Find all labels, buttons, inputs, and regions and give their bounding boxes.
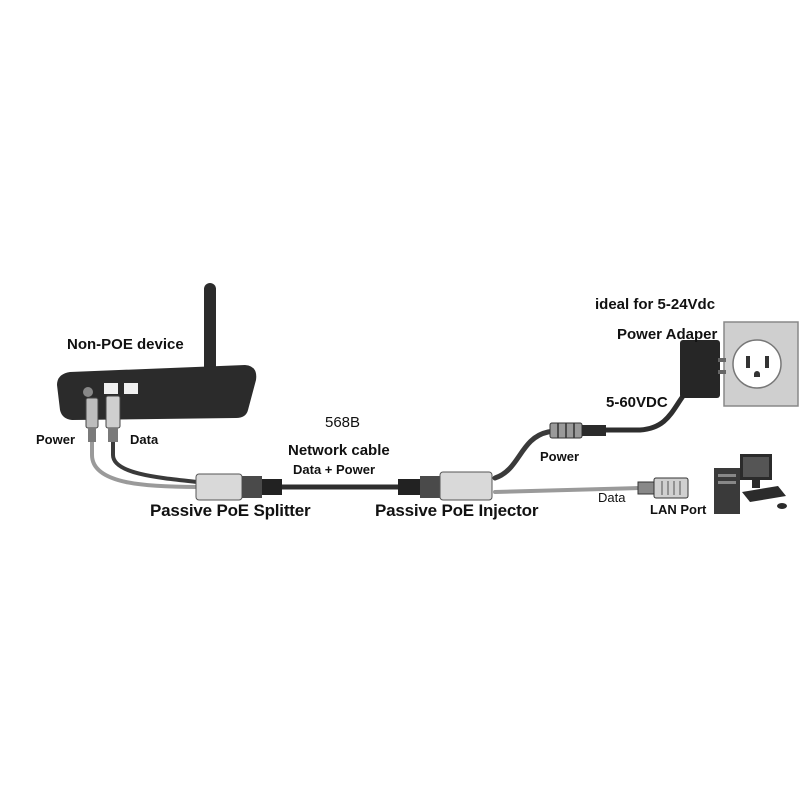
- label-lan-port: LAN Port: [650, 502, 707, 517]
- adapter-cord: [602, 389, 689, 433]
- power-cable-left: [90, 423, 200, 489]
- label-cable-name: Network cable: [288, 442, 390, 459]
- rj45-plug-icon: [105, 395, 121, 442]
- label-cable-carries: Data + Power: [293, 462, 376, 477]
- label-power-adapter: Power Adaper: [617, 326, 718, 343]
- router-port-1: [104, 383, 118, 394]
- splitter-icon: [195, 473, 282, 501]
- label-power-right: Power: [540, 449, 580, 464]
- data-cable-right: [493, 486, 642, 494]
- label-power-left: Power: [36, 432, 76, 447]
- label-data-right: Data: [598, 490, 626, 505]
- label-data-left: Data: [130, 432, 159, 447]
- lan-plug-icon: [637, 477, 689, 499]
- power-adapter-icon: [680, 340, 726, 398]
- label-cable-standard: 568B: [325, 414, 361, 431]
- router-port-2: [124, 383, 138, 394]
- cables: [90, 389, 689, 494]
- label-splitter: Passive PoE Splitter: [150, 501, 311, 520]
- injector-icon: [398, 471, 493, 501]
- wall-outlet-icon: [723, 321, 799, 407]
- label-ideal-range: ideal for 5-24Vdc: [595, 296, 716, 313]
- power-cable-right: [492, 427, 563, 481]
- dc-plug-icon: [85, 397, 99, 442]
- label-injector: Passive PoE Injector: [375, 501, 539, 520]
- router-dc-port: [83, 387, 93, 397]
- computer-icon: [714, 454, 787, 514]
- data-cable-left: [111, 423, 200, 484]
- label-non-poe-device: Non-POE device: [67, 336, 184, 353]
- label-voltage-range: 5-60VDC: [606, 394, 668, 411]
- dc-connector: [549, 422, 606, 439]
